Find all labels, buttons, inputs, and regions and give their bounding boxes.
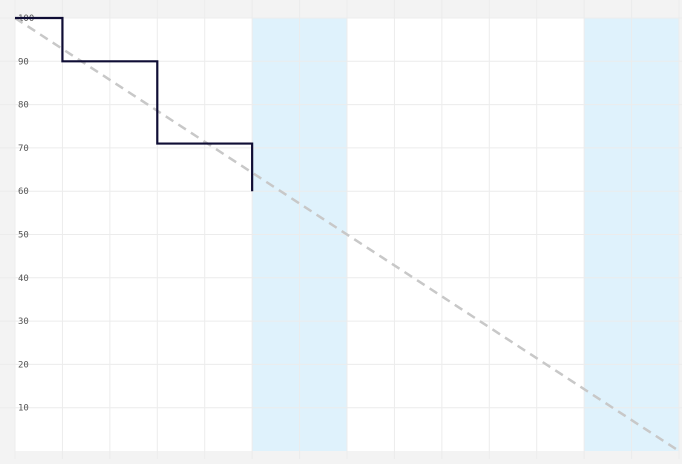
ideal-line [14,16,680,453]
y-tick-label-50: 50 [18,231,29,241]
y-tick-label-10: 10 [18,404,29,414]
y-tick-label-70: 70 [18,144,29,154]
y-tick-label-40: 40 [18,274,29,284]
series-layer [14,16,680,453]
y-tick-label-90: 90 [18,57,29,67]
y-tick-label-30: 30 [18,317,29,327]
y-tick-label-20: 20 [18,360,29,370]
actual-line [15,16,254,192]
y-tick-label-60: 60 [18,187,29,197]
y-tick-label-80: 80 [18,101,29,111]
